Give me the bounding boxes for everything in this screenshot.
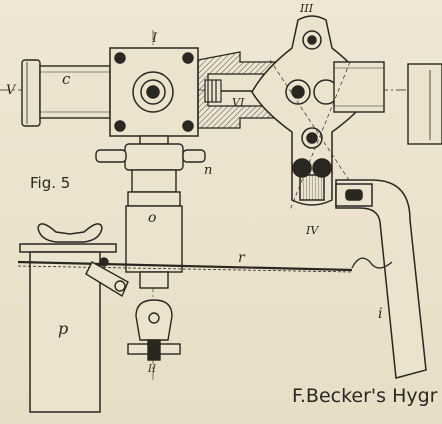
label-o: o <box>148 210 156 226</box>
lower-hook <box>127 271 181 361</box>
right-tube <box>333 61 442 145</box>
telescope-tube <box>39 65 111 119</box>
wire <box>17 257 393 273</box>
label-i: i <box>378 306 382 322</box>
label-II: II <box>147 364 157 375</box>
label-V: V <box>6 83 17 98</box>
clamp-lever <box>85 257 129 298</box>
label-r: r <box>238 250 246 266</box>
stem-column <box>95 135 206 273</box>
label-III: III <box>299 2 314 15</box>
square-housing <box>109 47 199 137</box>
label-VI: VI <box>232 96 245 109</box>
label-p: p <box>58 319 68 338</box>
eyepiece-flange <box>21 59 41 127</box>
label-c: c <box>62 70 71 88</box>
construction-lines <box>269 59 363 211</box>
label-I: I <box>151 31 158 46</box>
caption-text: F.Becker's Hygr <box>292 385 438 407</box>
canister <box>19 223 117 413</box>
label-IV: IV <box>305 224 319 237</box>
figure-label: Fig. 5 <box>30 174 70 192</box>
label-n: n <box>204 163 212 178</box>
bent-pipe <box>335 179 427 379</box>
